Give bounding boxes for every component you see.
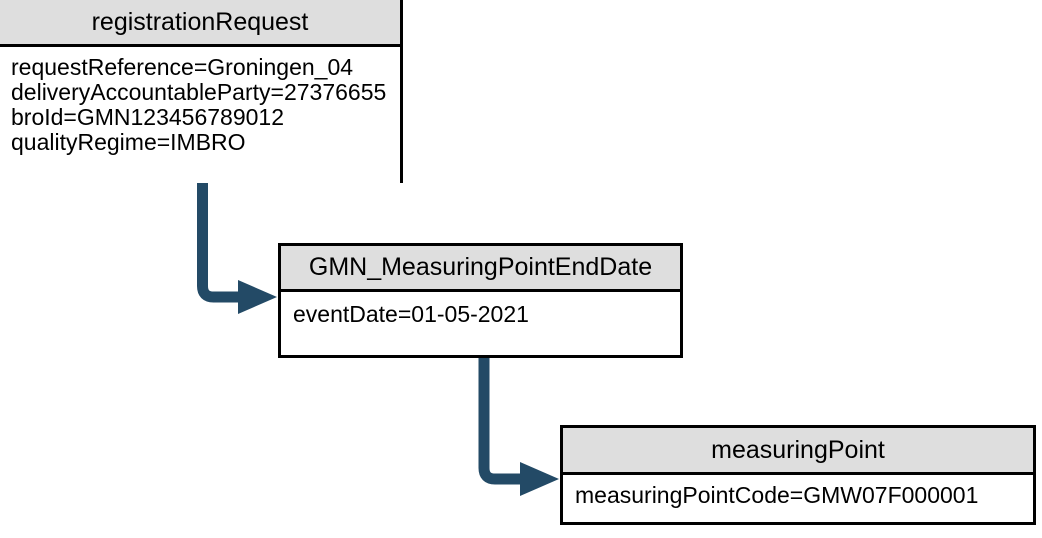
object-body-gmn-measuring-point-end-date: eventDate=01-05-2021	[281, 292, 680, 355]
attribute-measuring-point-code: measuringPointCode=GMW07F000001	[575, 483, 979, 508]
object-body-measuring-point: measuringPointCode=GMW07F000001	[563, 475, 1033, 522]
object-header-registration-request: registrationRequest	[0, 0, 400, 47]
arrowhead-icon	[520, 462, 559, 496]
attribute-bro-id: broId=GMN123456789012	[11, 105, 285, 130]
object-box-registration-request[interactable]: registrationRequest requestReference=Gro…	[0, 0, 403, 183]
object-box-gmn-measuring-point-end-date[interactable]: GMN_MeasuringPointEndDate eventDate=01-0…	[278, 243, 683, 358]
object-header-measuring-point: measuringPoint	[563, 428, 1033, 475]
attribute-request-reference: requestReference=Groningen_04	[11, 55, 354, 80]
connector-line	[478, 356, 522, 485]
attribute-delivery-accountable-party: deliveryAccountableParty=27376655	[11, 80, 387, 105]
connector-line	[197, 181, 240, 303]
object-box-measuring-point[interactable]: measuringPoint measuringPointCode=GMW07F…	[560, 425, 1036, 525]
arrowhead-icon	[238, 280, 277, 314]
attribute-event-date: eventDate=01-05-2021	[293, 302, 529, 327]
connector-registration-request-to-end-date	[197, 181, 277, 314]
connector-end-date-to-measuring-point	[478, 356, 559, 496]
attribute-quality-regime: qualityRegime=IMBRO	[11, 130, 246, 155]
object-header-gmn-measuring-point-end-date: GMN_MeasuringPointEndDate	[281, 246, 680, 292]
object-body-registration-request: requestReference=Groningen_04 deliveryAc…	[0, 47, 400, 183]
